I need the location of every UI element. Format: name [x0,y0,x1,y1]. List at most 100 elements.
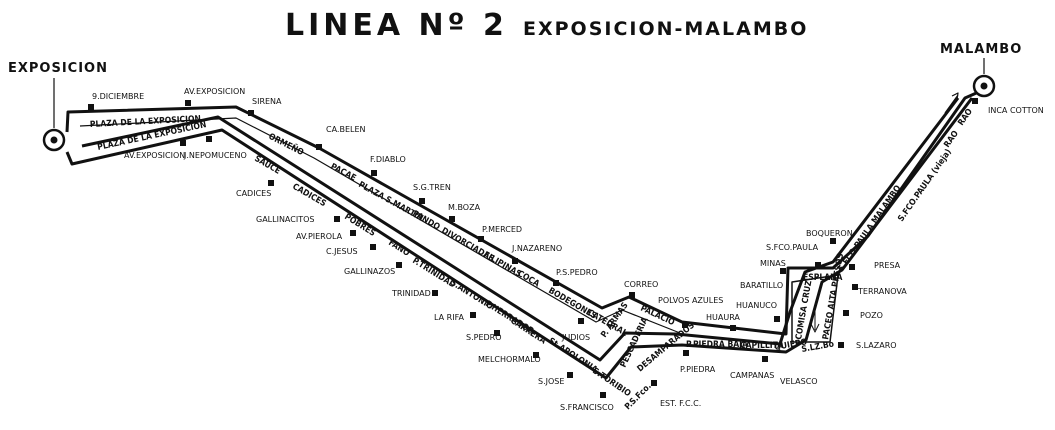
stop-label: GALLINAZOS [344,267,395,276]
street-label: PACAE [329,162,358,184]
stop-label: J.NEPOMUCENO [183,151,247,160]
street-label: SAUCE [253,154,282,177]
stop-label: AV.PIEROLA [296,232,343,241]
stop-marker [629,292,635,298]
street-label: CAPILLITA [740,341,783,351]
stop-label: EST. F.C.C. [660,399,701,408]
stop-label: 9.DICIEMBRE [92,92,144,101]
terminal-label-malambo: MALAMBO [940,42,1022,57]
stop-marker [780,268,786,274]
stop-label: SIRENA [252,97,282,106]
stop-marker [730,325,736,331]
stop-markers [88,98,978,398]
stop-marker [180,140,186,146]
stop-label: BARATILLO [740,281,783,290]
stop-marker [88,104,94,110]
stop-marker [316,144,322,150]
stop-marker [396,262,402,268]
terminal-exposicion: EXPOSICION [8,61,108,152]
stop-label: BOQUERON [806,229,853,238]
stop-marker [838,342,844,348]
stop-marker [449,216,455,222]
stop-marker [470,312,476,318]
stop-marker [972,98,978,104]
stop-label: MELCHORMALO [478,355,541,364]
stop-label: MINAS [760,259,786,268]
stop-marker [248,110,254,116]
stop-marker [553,280,559,286]
stop-label: P.S.PEDRO [556,268,598,277]
stop-label: HUAURA [706,313,740,322]
stop-marker [852,284,858,290]
stop-labels: 9.DICIEMBRE AV.EXPOSICION SIRENA CA.BELE… [92,87,1044,412]
line-number-title: LINEA Nº 2 [285,8,508,43]
stop-label: CA.BELEN [326,125,366,134]
loop-arrow [810,310,820,333]
stop-label: P.MERCED [482,225,522,234]
stop-label: S.FRANCISCO [560,403,614,412]
street-label: CARRERA [508,316,547,346]
stop-marker [843,310,849,316]
stop-marker [494,330,500,336]
street-label: COMISA CRUZ [794,279,814,340]
direction-arrow [944,92,959,114]
stop-label: POLVOS AZULES [658,296,723,305]
stop-marker [849,264,855,270]
map-title: LINEA Nº 2 EXPOSICION-MALAMBO [285,8,809,43]
stop-marker [370,244,376,250]
stop-marker [651,380,657,386]
stop-marker [206,136,212,142]
terminal-label-exposicion: EXPOSICION [8,61,108,76]
stop-label: CAMPANAS [730,371,774,380]
stop-marker [512,258,518,264]
stop-marker [600,392,606,398]
stop-marker [432,290,438,296]
stop-marker [830,238,836,244]
street-label: ESPLANA [803,273,843,283]
stop-label: PRESA [874,261,901,270]
stop-label: GALLINACITOS [256,215,314,224]
stop-label: CORREO [624,280,658,289]
stop-marker [185,100,191,106]
stop-marker [567,372,573,378]
street-label: FANO [386,238,411,259]
stop-marker [350,230,356,236]
street-label: P.PIEDRA BAJA [686,340,748,350]
stop-marker [334,216,340,222]
stop-label: POZO [860,311,883,320]
route-inner-line [79,117,681,334]
stop-label: S.PEDRO [466,333,502,342]
stop-marker [682,322,688,328]
stop-label: P.PIEDRA [680,365,716,374]
stop-label: VELASCO [780,377,818,386]
stop-marker [774,316,780,322]
stop-label: S.FCO.PAULA [766,243,819,252]
street-label: RAO [956,107,975,128]
street-label: ORMEÑO [267,131,306,158]
stop-marker [533,352,539,358]
route-outline-mid [65,97,974,380]
stop-label: M.BOZA [448,203,481,212]
stop-marker [683,350,689,356]
stop-marker [478,236,484,242]
stop-label: S.JOSE [538,377,564,386]
stop-label: J.NAZARENO [511,244,562,253]
stop-label: AV.EXPOSICION [184,87,245,96]
stop-label: LA RIFA [434,313,464,322]
stop-marker [371,170,377,176]
stop-label: F.DIABLO [370,155,406,164]
stop-marker [762,356,768,362]
stop-marker [815,262,821,268]
stop-label: HUANUCO [736,301,777,310]
stop-label: S.G.TREN [413,183,451,192]
route-subtitle: EXPOSICION-MALAMBO [522,18,809,40]
stop-marker [578,318,584,324]
stop-label: INCA COTTON [988,106,1044,115]
loop-box [791,274,839,343]
terminal-dot [50,136,58,144]
stop-label: TERRANOVA [857,287,907,296]
stop-label: TRINIDAD [391,289,431,298]
stop-label: AV.EXPOSICION [124,151,185,160]
stop-marker [419,198,425,204]
